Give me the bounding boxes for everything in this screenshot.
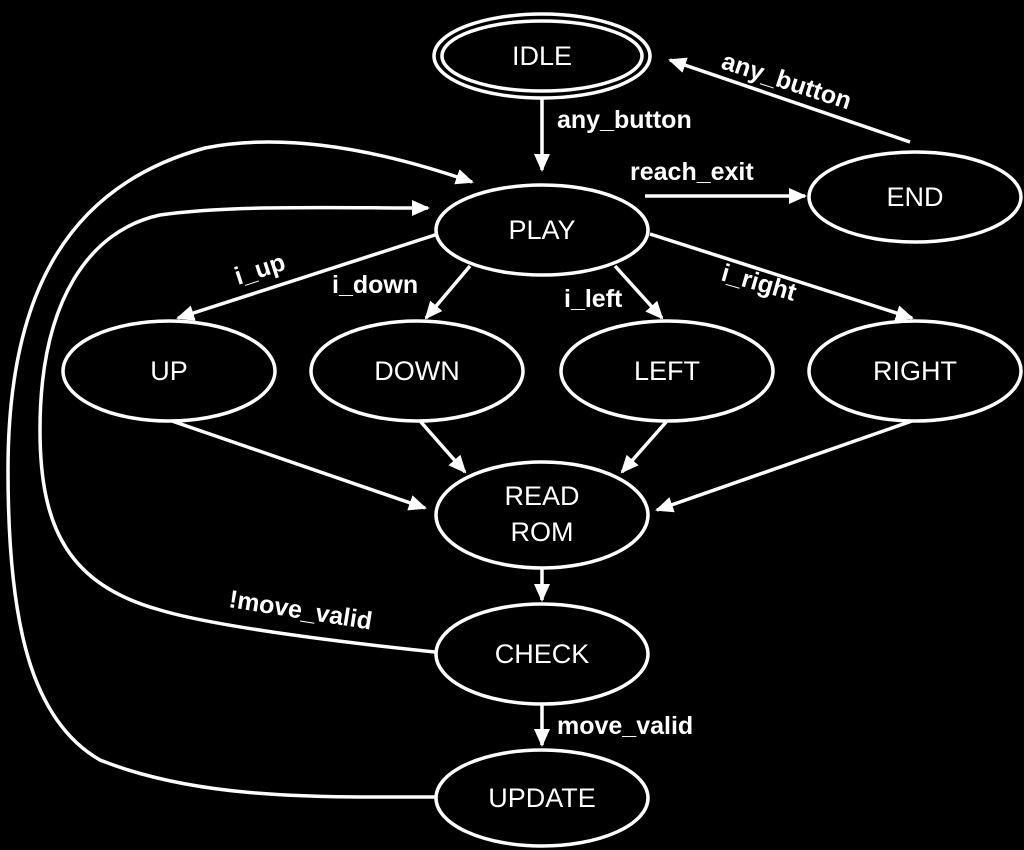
edge-play-to-up bbox=[176, 232, 439, 321]
edge-label-play-to-right: i_right bbox=[718, 259, 800, 307]
edge-label-play-to-end: reach_exit bbox=[630, 158, 754, 186]
state-play: PLAY bbox=[434, 183, 650, 277]
state-play-label: PLAY bbox=[508, 215, 575, 245]
state-down-label: DOWN bbox=[374, 356, 459, 386]
state-idle: IDLE bbox=[432, 12, 652, 100]
state-right-label: RIGHT bbox=[873, 356, 957, 386]
state-check-label: CHECK bbox=[495, 639, 590, 669]
state-end: END bbox=[807, 150, 1023, 244]
edge-update-to-play bbox=[6, 140, 474, 799]
edge-play-to-right bbox=[649, 232, 914, 321]
state-down: DOWN bbox=[309, 319, 525, 423]
edge-right-to-read-rom bbox=[655, 419, 913, 513]
edge-end-to-idle bbox=[668, 57, 911, 144]
edge-label-check-to-update: move_valid bbox=[557, 712, 693, 740]
edge-down-to-read-rom bbox=[418, 419, 467, 474]
edge-check-to-play bbox=[38, 199, 436, 654]
edge-play-to-down bbox=[424, 264, 472, 320]
edge-up-to-read-rom bbox=[171, 419, 427, 511]
state-up: UP bbox=[61, 319, 277, 423]
edge-label-end-to-idle: any_button bbox=[718, 47, 855, 115]
edge-label-play-to-left: i_left bbox=[564, 285, 623, 313]
state-right: RIGHT bbox=[807, 319, 1023, 423]
state-read-rom-label-line1: READ bbox=[504, 481, 579, 511]
state-end-label: END bbox=[886, 182, 943, 212]
state-update: UPDATE bbox=[434, 748, 650, 848]
state-up-label: UP bbox=[150, 356, 188, 386]
edge-play-to-left bbox=[613, 264, 664, 320]
state-read-rom-label-line2: ROM bbox=[511, 517, 574, 547]
state-left-label: LEFT bbox=[634, 356, 700, 386]
state-read-rom: READ ROM bbox=[434, 460, 650, 570]
state-check: CHECK bbox=[434, 602, 650, 706]
edge-left-to-read-rom bbox=[620, 419, 669, 474]
edge-label-play-to-down: i_down bbox=[332, 271, 418, 299]
state-idle-label: IDLE bbox=[512, 41, 572, 71]
state-update-label: UPDATE bbox=[488, 783, 596, 813]
state-left: LEFT bbox=[559, 319, 775, 423]
edge-label-idle-to-play: any_button bbox=[557, 106, 692, 134]
